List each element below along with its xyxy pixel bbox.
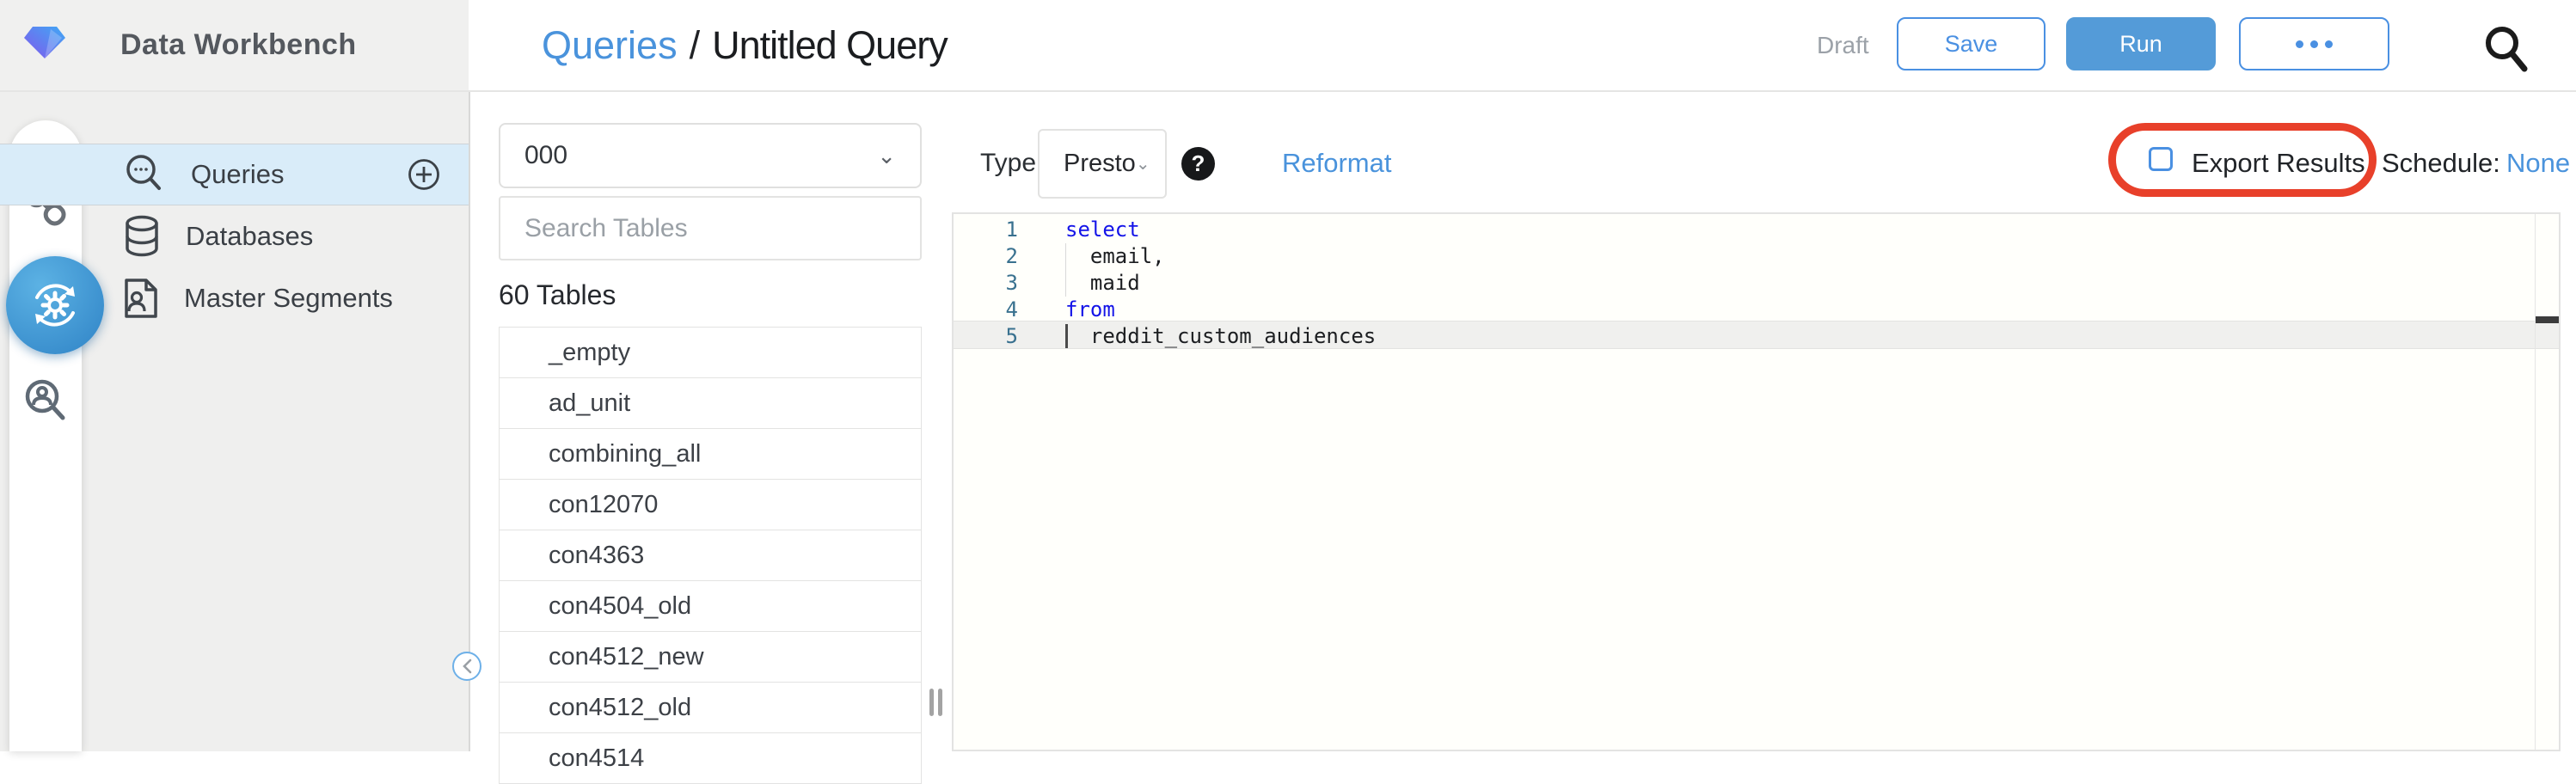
active-line-highlight xyxy=(954,321,2559,349)
text-cursor xyxy=(1065,324,1068,348)
export-results-checkbox[interactable] xyxy=(2149,147,2173,171)
table-row[interactable]: con4363 xyxy=(500,530,921,581)
line-number: 4 xyxy=(1005,297,1018,322)
left-sidebar: Queries Databases xyxy=(0,92,470,751)
indent-guide xyxy=(1065,270,1066,297)
tables-count: 60 Tables xyxy=(499,279,616,310)
line-number: 3 xyxy=(1005,271,1018,295)
code-line[interactable]: 4 from xyxy=(954,297,2559,323)
database-select-value: 000 xyxy=(524,141,568,169)
schedule-label: Schedule: xyxy=(2382,148,2500,178)
tables-panel: 000 ⌄ 60 Tables _emptyad_unitcombining_a… xyxy=(470,92,952,784)
top-header: Data Workbench Queries / Untitled Query … xyxy=(0,0,2576,92)
code-line[interactable]: 5 reddit_custom_audiences xyxy=(954,323,2559,350)
sidebar-item-label: Master Segments xyxy=(184,283,393,313)
table-row[interactable]: ad_unit xyxy=(500,378,921,429)
schedule-value-link[interactable]: None xyxy=(2506,148,2571,178)
table-row[interactable]: con4504_old xyxy=(500,581,921,632)
table-row[interactable]: _empty xyxy=(500,328,921,378)
reformat-link[interactable]: Reformat xyxy=(1282,148,1392,178)
database-select[interactable]: 000 ⌄ xyxy=(499,123,922,188)
indent-guide xyxy=(1065,243,1066,270)
sidebar-item-databases[interactable]: Databases xyxy=(0,205,469,267)
table-row[interactable]: con4512_old xyxy=(500,683,921,733)
sidebar-item-label: Databases xyxy=(186,221,314,251)
type-label: Type: xyxy=(980,149,1044,177)
table-row[interactable]: con4514 xyxy=(500,733,921,784)
database-icon xyxy=(126,215,158,257)
add-query-button[interactable] xyxy=(408,158,440,191)
export-results-label: Export Results xyxy=(2192,148,2365,178)
sync-gear-icon xyxy=(35,284,75,327)
search-tables-box xyxy=(499,196,922,260)
sql-text: maid xyxy=(1065,271,1140,295)
breadcrumb-separator: / xyxy=(689,22,701,67)
sync-gear-button[interactable] xyxy=(6,256,104,354)
run-button[interactable]: Run xyxy=(2066,17,2216,70)
query-type-select[interactable]: Presto ⌄ xyxy=(1038,129,1167,199)
editor-scrollbar[interactable] xyxy=(2535,214,2559,750)
scrollbar-cursor-mark xyxy=(2536,316,2559,323)
chevron-left-icon xyxy=(463,658,472,674)
icon-rail xyxy=(6,120,104,751)
sql-keyword: from xyxy=(1065,297,1115,322)
sidebar-header: Data Workbench xyxy=(0,0,469,90)
code-line[interactable]: 2 email, xyxy=(954,243,2559,270)
sidebar-item-master-segments[interactable]: Master Segments xyxy=(0,267,469,329)
status-badge: Draft xyxy=(1817,31,1869,58)
search-tables-input[interactable] xyxy=(524,213,896,243)
line-number: 2 xyxy=(1005,244,1018,268)
sidebar-item-label: Queries xyxy=(191,159,285,189)
sql-keyword: select xyxy=(1065,217,1140,242)
breadcrumb: Queries / Untitled Query xyxy=(542,0,948,90)
annotation-red-oval xyxy=(2108,123,2377,197)
sidebar-menu: Queries Databases xyxy=(0,144,469,329)
segment-doc-icon xyxy=(125,279,157,318)
more-options-button[interactable] xyxy=(2239,17,2389,70)
sql-text: reddit_custom_audiences xyxy=(1065,324,1377,348)
query-type-value: Presto xyxy=(1064,150,1136,177)
collapse-panel-button[interactable] xyxy=(452,652,481,681)
table-row[interactable]: con12070 xyxy=(500,480,921,530)
page-title[interactable]: Untitled Query xyxy=(712,22,948,67)
search-icon[interactable] xyxy=(2480,22,2533,76)
table-row[interactable]: combining_all xyxy=(500,429,921,480)
app-title: Data Workbench xyxy=(120,28,357,61)
help-glyph: ? xyxy=(1191,150,1205,176)
chevron-down-icon: ⌄ xyxy=(1135,155,1150,174)
line-number: 1 xyxy=(1005,217,1018,242)
breadcrumb-queries-link[interactable]: Queries xyxy=(542,22,678,67)
chevron-down-icon: ⌄ xyxy=(877,142,896,168)
sidebar-item-queries[interactable]: Queries xyxy=(0,144,469,205)
ellipsis-icon xyxy=(2296,40,2333,48)
query-search-icon xyxy=(126,155,161,190)
plus-circle-icon xyxy=(408,159,439,190)
code-line[interactable]: 1 select xyxy=(954,217,2559,243)
sql-text: email, xyxy=(1065,244,1165,268)
table-row[interactable]: con4512_new xyxy=(500,632,921,683)
user-search-icon[interactable] xyxy=(9,377,82,425)
line-number: 5 xyxy=(1005,324,1018,348)
save-button[interactable]: Save xyxy=(1897,17,2045,70)
help-icon[interactable]: ? xyxy=(1181,147,1215,181)
code-line[interactable]: 3 maid xyxy=(954,270,2559,297)
panel-resize-handle[interactable] xyxy=(929,689,942,716)
app-logo-gem-icon xyxy=(24,27,65,58)
